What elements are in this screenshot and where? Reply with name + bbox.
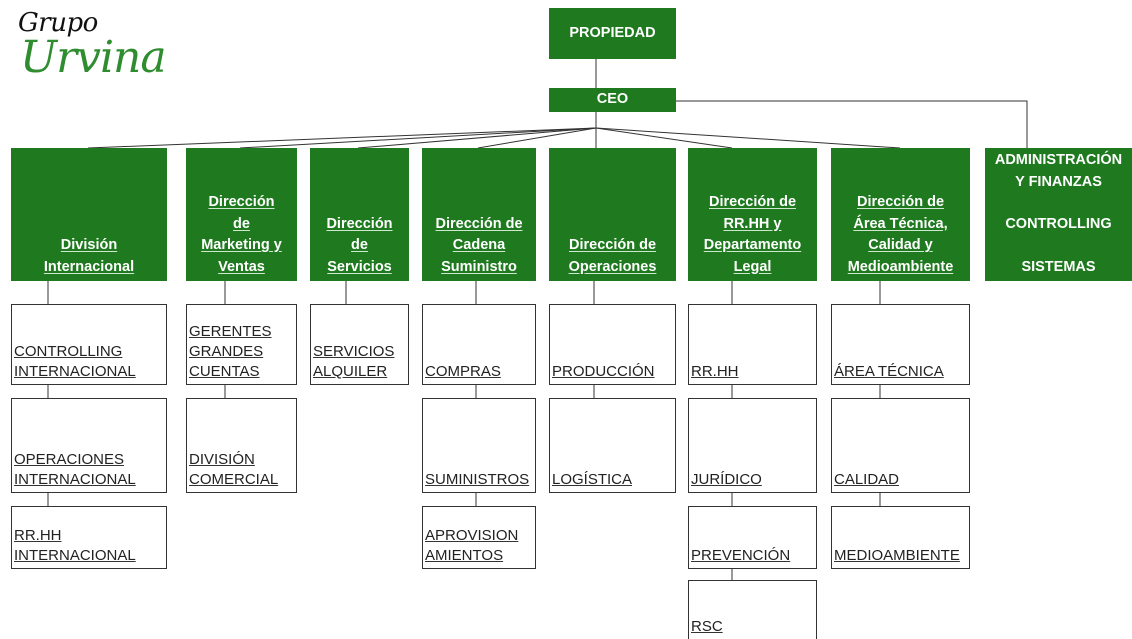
sub-rrhh-internacional: RR.HH INTERNACIONAL bbox=[11, 506, 167, 569]
sub-label: ÁREA TÉCNICA bbox=[834, 363, 944, 380]
division-label: División Internacional bbox=[43, 237, 135, 275]
admin-line-controlling: CONTROLLING bbox=[1005, 216, 1112, 233]
logo-brand: Urvina bbox=[20, 32, 167, 83]
sub-label: COMPRAS bbox=[425, 363, 501, 380]
sub-gerentes-grandes-cuentas: GERENTES GRANDES CUENTAS bbox=[186, 304, 297, 385]
division-internacional: División Internacional bbox=[11, 148, 167, 281]
division-marketing: Dirección de Marketing y Ventas bbox=[186, 148, 297, 281]
division-servicios: Dirección de Servicios bbox=[310, 148, 409, 281]
sub-compras: COMPRAS bbox=[422, 304, 536, 385]
division-area-tecnica: Dirección de Área Técnica, Calidad y Med… bbox=[831, 148, 970, 281]
division-operaciones: Dirección de Operaciones bbox=[549, 148, 676, 281]
sub-juridico: JURÍDICO bbox=[688, 398, 817, 493]
division-cadena-suministro: Dirección de Cadena Suministro bbox=[422, 148, 536, 281]
division-label: Dirección de Servicios bbox=[326, 215, 393, 275]
sub-label: LOGÍSTICA bbox=[552, 471, 633, 488]
sub-label: MEDIOAMBIENTE bbox=[834, 547, 960, 564]
division-label: Dirección de RR.HH y Departamento Legal bbox=[703, 194, 802, 275]
division-administracion: ADMINISTRACIÓN Y FINANZAS CONTROLLING SI… bbox=[985, 148, 1132, 281]
node-ceo: CEO bbox=[549, 88, 676, 112]
sub-rrhh: RR.HH bbox=[688, 304, 817, 385]
division-label: Dirección de Operaciones bbox=[568, 237, 657, 275]
sub-label: CONTROLLING INTERNACIONAL bbox=[14, 343, 136, 380]
admin-line-finanzas: ADMINISTRACIÓN Y FINANZAS bbox=[994, 152, 1123, 190]
node-ceo-label: CEO bbox=[596, 91, 629, 108]
sub-prevencion: PREVENCIÓN bbox=[688, 506, 817, 569]
sub-calidad: CALIDAD bbox=[831, 398, 970, 493]
sub-label: JURÍDICO bbox=[691, 471, 762, 488]
sub-label: PRODUCCIÓN bbox=[552, 363, 655, 380]
sub-medioambiente: MEDIOAMBIENTE bbox=[831, 506, 970, 569]
sub-produccion: PRODUCCIÓN bbox=[549, 304, 676, 385]
sub-label: RSC bbox=[691, 618, 723, 635]
sub-label: OPERACIONES INTERNACIONAL bbox=[14, 451, 136, 488]
sub-aprovisionamientos: APROVISION AMIENTOS bbox=[422, 506, 536, 569]
division-label: Dirección de Cadena Suministro bbox=[435, 215, 523, 275]
division-rrhh-legal: Dirección de RR.HH y Departamento Legal bbox=[688, 148, 817, 281]
sub-label: SERVICIOS ALQUILER bbox=[313, 343, 395, 380]
sub-suministros: SUMINISTROS bbox=[422, 398, 536, 493]
node-owner-label: PROPIEDAD bbox=[569, 24, 656, 41]
sub-area-tecnica: ÁREA TÉCNICA bbox=[831, 304, 970, 385]
sub-label: GERENTES GRANDES CUENTAS bbox=[189, 323, 272, 380]
sub-label: RR.HH bbox=[691, 363, 739, 380]
sub-label: APROVISION AMIENTOS bbox=[425, 527, 519, 564]
sub-controlling-internacional: CONTROLLING INTERNACIONAL bbox=[11, 304, 167, 385]
sub-label: SUMINISTROS bbox=[425, 471, 530, 488]
sub-label: DIVISIÓN COMERCIAL bbox=[189, 451, 279, 488]
sub-label: PREVENCIÓN bbox=[691, 547, 791, 564]
sub-label: RR.HH INTERNACIONAL bbox=[14, 527, 136, 564]
node-owner: PROPIEDAD bbox=[549, 8, 676, 59]
sub-operaciones-internacional: OPERACIONES INTERNACIONAL bbox=[11, 398, 167, 493]
admin-line-sistemas: SISTEMAS bbox=[1021, 258, 1096, 275]
sub-servicios-alquiler: SERVICIOS ALQUILER bbox=[310, 304, 409, 385]
division-label: Dirección de Marketing y Ventas bbox=[201, 194, 282, 275]
sub-division-comercial: DIVISIÓN COMERCIAL bbox=[186, 398, 297, 493]
sub-rsc: RSC bbox=[688, 580, 817, 639]
logo-top-text: Grupo bbox=[18, 8, 98, 38]
division-label: Dirección de Área Técnica, Calidad y Med… bbox=[847, 194, 954, 275]
sub-label: CALIDAD bbox=[834, 471, 900, 488]
sub-logistica: LOGÍSTICA bbox=[549, 398, 676, 493]
